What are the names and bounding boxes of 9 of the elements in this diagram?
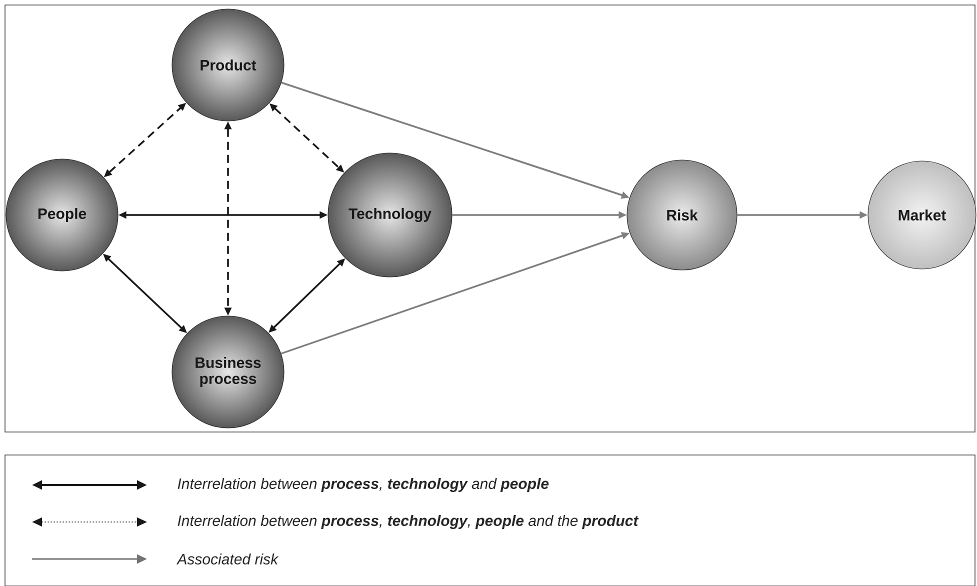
circle-node: Product — [172, 8, 284, 122]
circle-node: Technology — [328, 152, 452, 278]
legend-text: Interrelation between process, technology, people and the product — [178, 515, 639, 529]
circle-node: Risk — [626, 160, 738, 270]
circle-node: Market — [868, 160, 976, 270]
circle-node: People — [6, 158, 118, 272]
legend-text: Interrelation between process, technology and people — [178, 478, 549, 492]
circle-node: Business process — [172, 316, 284, 428]
legend-text: Associated risk — [176, 553, 279, 564]
